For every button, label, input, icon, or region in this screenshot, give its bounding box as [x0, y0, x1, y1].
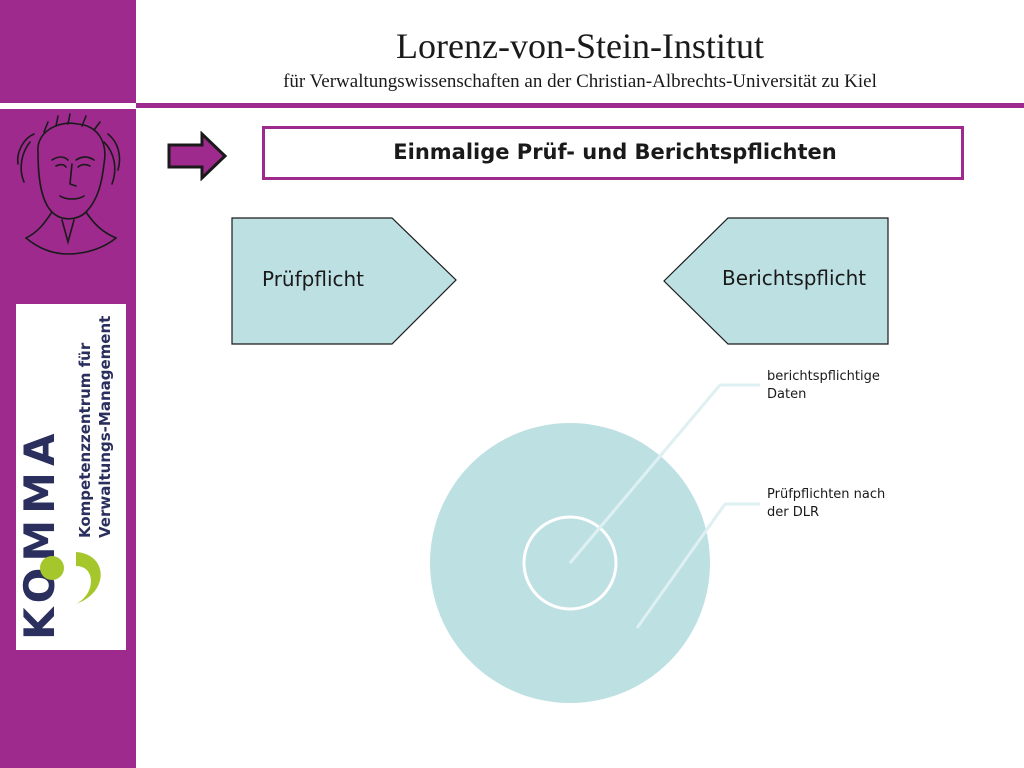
callout-line-inner: [635, 502, 760, 629]
pruefpflicht-label: Prüfpflicht: [262, 267, 365, 291]
logo-line2: Verwaltungs-Management: [96, 316, 114, 538]
callout-line-outer: [568, 383, 760, 564]
komma-logo: KOMMA Kompetenzzentrum für Verwaltungs-M…: [15, 304, 126, 650]
callout-outer-line2: Daten: [767, 387, 807, 402]
logo-swoosh-icon: [76, 552, 101, 604]
portrait-sketch-icon: [16, 113, 121, 255]
pruefpflicht-shape: [231, 217, 457, 345]
berichtspflicht-shape: [663, 217, 889, 345]
callout-outer-line1: berichtspflichtige: [767, 369, 880, 384]
callout-inner-label: Prüfpflichten nach der DLR: [767, 486, 917, 522]
institute-title: Lorenz-von-Stein-Institut: [396, 26, 764, 66]
logo-letters: KOMMA: [16, 428, 64, 640]
inner-circle: [522, 515, 618, 611]
slide-title-box: [262, 126, 964, 180]
berichtspflicht-label: Berichtspflicht: [722, 266, 867, 290]
callout-inner-line1: Prüfpflichten nach: [767, 487, 886, 502]
slide-title: Einmalige Prüf- und Berichtspflichten: [393, 140, 837, 164]
header-divider: [136, 103, 1024, 108]
logo-dot-icon: [40, 556, 64, 580]
institute-subtitle: für Verwaltungswissenschaften an der Chr…: [283, 71, 877, 92]
komma-logo-graphic: KOMMA Kompetenzzentrum für Verwaltungs-M…: [15, 316, 114, 640]
logo-line1: Kompetenzzentrum für: [76, 342, 94, 538]
callout-inner-line2: der DLR: [767, 505, 820, 520]
callout-outer-label: berichtspflichtige Daten: [767, 368, 917, 404]
right-arrow-icon: [167, 131, 228, 181]
sidebar-divider: [0, 103, 136, 109]
